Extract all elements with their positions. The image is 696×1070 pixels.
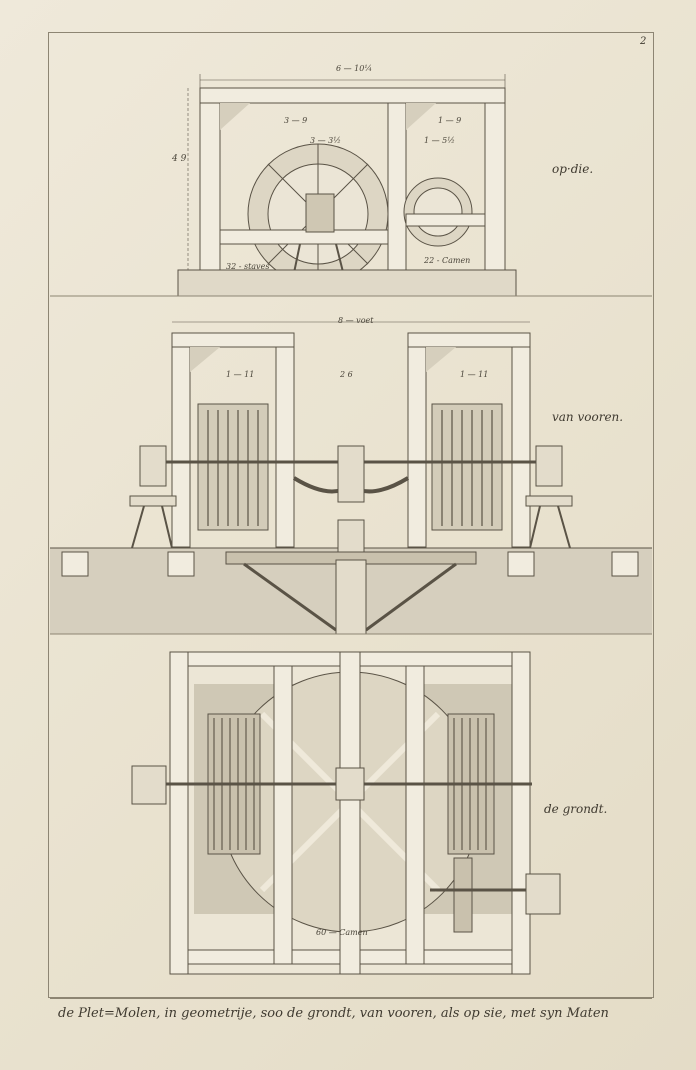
title-van-vooren: van vooren. [552, 410, 624, 424]
dim-left-span: 3 — 9 [284, 116, 308, 125]
dim-right-frame: 1 — 11 [460, 370, 489, 379]
border-frame [48, 32, 654, 998]
dim-pinion: 1 — 5½ [424, 136, 456, 145]
dim-right-span: 1 — 9 [438, 116, 462, 125]
dim-front-width: 8 — voet [338, 316, 374, 325]
front-elevation [50, 321, 652, 635]
caption: de Plet=Molen, in geometrije, soo de gro… [58, 1006, 609, 1021]
ground-plan [131, 651, 561, 975]
dim-height: 4 9 [172, 154, 187, 164]
dim-left-frame: 1 — 11 [226, 370, 255, 379]
label-staves: 32 - staves [226, 262, 270, 271]
side-elevation [177, 74, 517, 297]
caption-rule [50, 998, 652, 999]
dim-center: 2 6 [340, 370, 353, 379]
label-cams-plan: 60 — Camen [316, 928, 368, 937]
dim-wheel-radius: 3 — 3½ [310, 136, 342, 145]
label-cams: 22 - Camen [424, 256, 471, 265]
dim-top-width: 6 — 10¼ [336, 64, 373, 73]
sheet-number: 2 [640, 36, 647, 47]
title-de-grondt: de grondt. [544, 802, 608, 816]
title-op-die: op·die. [552, 162, 594, 176]
